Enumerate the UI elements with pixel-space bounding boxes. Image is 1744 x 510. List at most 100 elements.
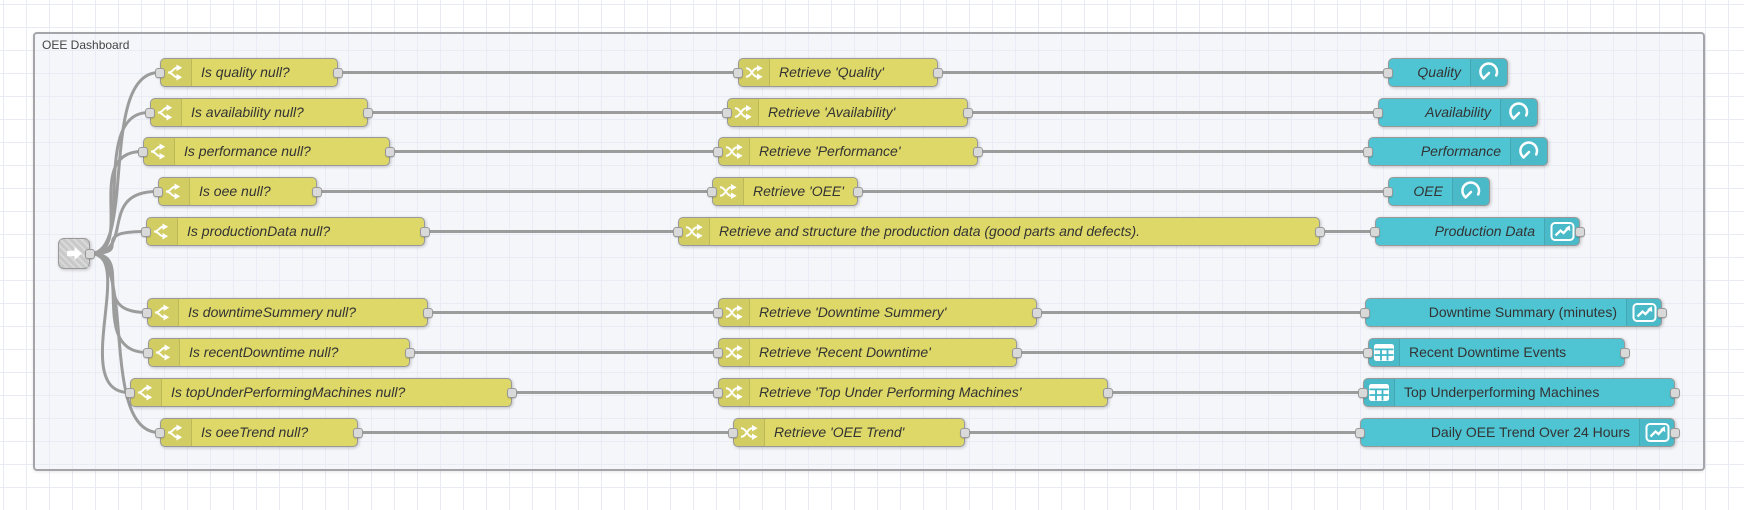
input-port[interactable]	[155, 427, 165, 438]
output-port[interactable]	[963, 107, 973, 118]
group-label: OEE Dashboard	[42, 38, 130, 52]
chart-node-production-data[interactable]: Production Data	[1370, 217, 1585, 246]
input-port[interactable]	[155, 67, 165, 78]
input-port[interactable]	[1363, 146, 1373, 157]
output-port[interactable]	[853, 186, 863, 197]
switch-icon	[148, 299, 179, 326]
input-port[interactable]	[1370, 226, 1380, 237]
output-port[interactable]	[1012, 347, 1022, 358]
input-port[interactable]	[142, 307, 152, 318]
input-port[interactable]	[1383, 186, 1393, 197]
input-port[interactable]	[713, 146, 723, 157]
gauge-node-oee[interactable]: OEE	[1383, 177, 1490, 206]
node-label: Is performance null?	[184, 143, 311, 159]
output-port[interactable]	[973, 146, 983, 157]
input-port[interactable]	[722, 107, 732, 118]
input-port[interactable]	[1383, 67, 1393, 78]
output-port[interactable]	[1103, 387, 1113, 398]
switch-node-is-topunderperformingmachines-null[interactable]: Is topUnderPerformingMachines null?	[125, 378, 517, 407]
output-port[interactable]	[385, 146, 395, 157]
output-port[interactable]	[353, 427, 363, 438]
output-port[interactable]	[423, 307, 433, 318]
input-port[interactable]	[1373, 107, 1383, 118]
switch-node-is-oee-null[interactable]: Is oee null?	[153, 177, 322, 206]
change-node-retrieve-quality[interactable]: Retrieve 'Quality'	[733, 58, 943, 87]
chart-node-daily-oee-trend-over-24-hours[interactable]: Daily OEE Trend Over 24 Hours	[1355, 418, 1680, 447]
gauge-node-quality[interactable]: Quality	[1383, 58, 1508, 87]
input-port[interactable]	[153, 186, 163, 197]
input-port[interactable]	[707, 186, 717, 197]
input-port[interactable]	[713, 347, 723, 358]
input-port[interactable]	[125, 387, 135, 398]
output-port[interactable]	[1620, 347, 1630, 358]
input-port[interactable]	[143, 347, 153, 358]
output-port[interactable]	[1657, 307, 1667, 318]
input-port[interactable]	[138, 146, 148, 157]
switch-icon	[159, 178, 190, 205]
switch-icon	[131, 379, 162, 406]
output-port[interactable]	[1032, 307, 1042, 318]
output-port[interactable]	[933, 67, 943, 78]
table-node-top-underperforming-machines[interactable]: Top Underperforming Machines	[1358, 378, 1680, 407]
input-port[interactable]	[1355, 427, 1365, 438]
switch-node-is-recentdowntime-null[interactable]: Is recentDowntime null?	[143, 338, 415, 367]
output-port[interactable]	[1575, 226, 1585, 237]
output-port[interactable]	[1670, 387, 1680, 398]
input-port[interactable]	[1360, 307, 1370, 318]
node-label: Production Data	[1434, 223, 1535, 239]
link-in-icon	[59, 239, 89, 268]
change-node-retrieve-top-under-performing-machines[interactable]: Retrieve 'Top Under Performing Machines'	[713, 378, 1113, 407]
output-port[interactable]	[1670, 427, 1680, 438]
node-label: Retrieve and structure the production da…	[719, 223, 1141, 239]
chart-line-icon	[1626, 299, 1661, 326]
switch-node-is-oeetrend-null[interactable]: Is oeeTrend null?	[155, 418, 363, 447]
change-node-retrieve-performance[interactable]: Retrieve 'Performance'	[713, 137, 983, 166]
table-node-recent-downtime-events[interactable]: Recent Downtime Events	[1363, 338, 1630, 367]
change-node-retrieve-oee-trend[interactable]: Retrieve 'OEE Trend'	[728, 418, 970, 447]
node-label: Top Underperforming Machines	[1404, 384, 1600, 400]
output-port[interactable]	[420, 226, 430, 237]
gauge-node-performance[interactable]: Performance	[1363, 137, 1548, 166]
link-node-link-in[interactable]	[58, 238, 95, 269]
change-node-retrieve-downtime-summery[interactable]: Retrieve 'Downtime Summery'	[713, 298, 1042, 327]
input-port[interactable]	[713, 307, 723, 318]
node-label: Is downtimeSummery null?	[188, 304, 357, 320]
chart-node-downtime-summary-minutes[interactable]: Downtime Summary (minutes)	[1360, 298, 1667, 327]
switch-node-is-productiondata-null[interactable]: Is productionData null?	[141, 217, 430, 246]
switch-node-is-downtimesummery-null[interactable]: Is downtimeSummery null?	[142, 298, 433, 327]
output-port[interactable]	[312, 186, 322, 197]
switch-node-is-quality-null[interactable]: Is quality null?	[155, 58, 343, 87]
wire[interactable]	[89, 150, 144, 255]
input-port[interactable]	[728, 427, 738, 438]
output-port[interactable]	[960, 427, 970, 438]
switch-node-is-availability-null[interactable]: Is availability null?	[145, 98, 373, 127]
input-port[interactable]	[733, 67, 743, 78]
node-label: Retrieve 'OEE'	[753, 183, 844, 199]
input-port[interactable]	[145, 107, 155, 118]
output-port[interactable]	[363, 107, 373, 118]
change-icon	[728, 99, 759, 126]
output-port[interactable]	[333, 67, 343, 78]
change-icon	[719, 138, 750, 165]
input-port[interactable]	[141, 226, 151, 237]
change-node-retrieve-and-structure-the-production-data-good-parts-and-defects[interactable]: Retrieve and structure the production da…	[673, 217, 1325, 246]
change-node-retrieve-availability[interactable]: Retrieve 'Availability'	[722, 98, 973, 127]
switch-node-is-performance-null[interactable]: Is performance null?	[138, 137, 395, 166]
output-port[interactable]	[405, 347, 415, 358]
change-node-retrieve-oee[interactable]: Retrieve 'OEE'	[707, 177, 863, 206]
wire[interactable]	[89, 190, 159, 255]
output-port[interactable]	[85, 248, 95, 259]
node-label: Retrieve 'Quality'	[779, 64, 884, 80]
change-node-retrieve-recent-downtime[interactable]: Retrieve 'Recent Downtime'	[713, 338, 1022, 367]
input-port[interactable]	[673, 226, 683, 237]
wire[interactable]	[89, 252, 161, 434]
output-port[interactable]	[507, 387, 517, 398]
output-port[interactable]	[1315, 226, 1325, 237]
node-label: Availability	[1425, 104, 1491, 120]
input-port[interactable]	[713, 387, 723, 398]
wire[interactable]	[89, 230, 147, 255]
input-port[interactable]	[1363, 347, 1373, 358]
input-port[interactable]	[1358, 387, 1368, 398]
gauge-node-availability[interactable]: Availability	[1373, 98, 1538, 127]
